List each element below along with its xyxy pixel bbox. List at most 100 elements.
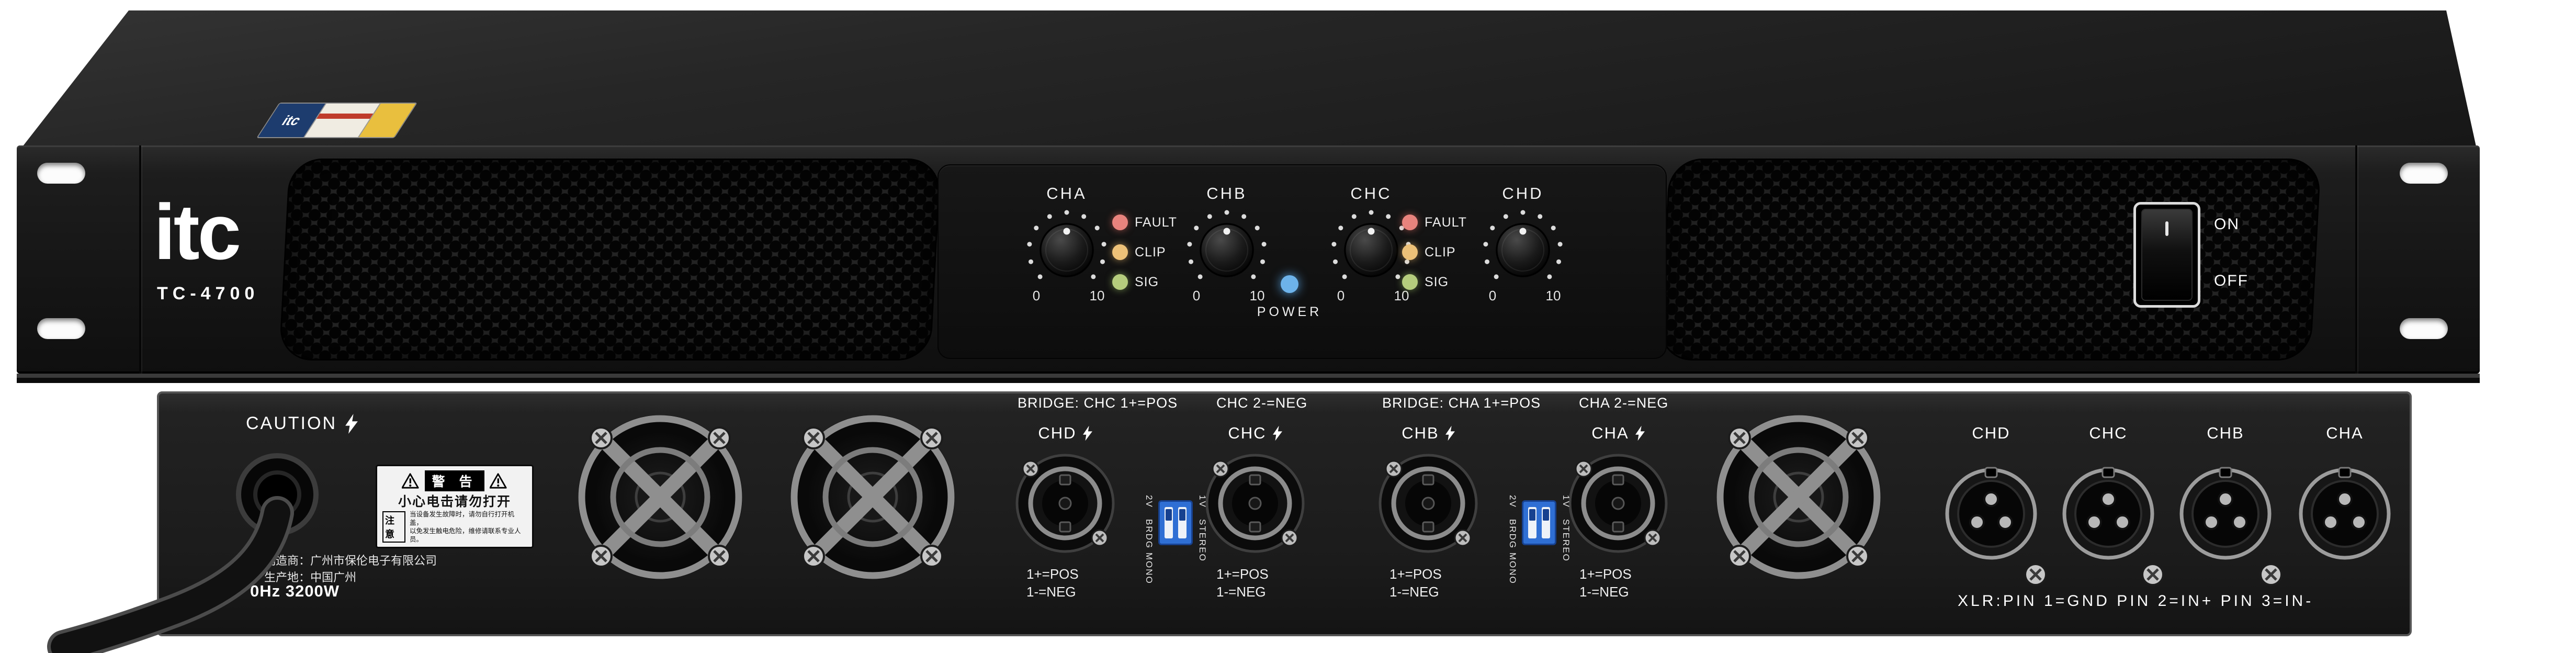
screw-icon	[2139, 560, 2167, 589]
mode-dip-switch-1[interactable]	[1158, 500, 1193, 545]
polarity-pos: 1+=POS	[1026, 566, 1079, 582]
warning-header: 警 告	[424, 470, 485, 491]
rocker[interactable]	[2141, 209, 2193, 301]
fault-led	[1402, 215, 1418, 230]
gain-knob-cha[interactable]: 0 10	[1025, 206, 1109, 306]
warning-small-1: 当设备发生故障时，请勿自行打开机盖，	[409, 511, 514, 526]
brand-logo: itc	[154, 188, 241, 276]
warning-note: 注意	[382, 511, 405, 543]
xlr-pinout-note: XLR:PIN 1=GND PIN 2=IN+ PIN 3=IN-	[1958, 592, 2314, 610]
switch-off-label: OFF	[2214, 272, 2249, 289]
production-site-line: 生产地：中国广州	[264, 571, 357, 584]
xlr-label-chb: CHB	[2207, 424, 2244, 442]
cooling-fan-1	[566, 403, 754, 591]
fault-label: FAULT	[1425, 215, 1467, 230]
clip-row: CLIP	[1402, 242, 1467, 262]
speakon-label-chc: CHC	[1203, 424, 1307, 443]
cooling-fan-2	[778, 403, 967, 591]
dip-label-1v: 1V	[1561, 495, 1571, 508]
polarity-label-cha: 1+=POS 1-=NEG	[1579, 565, 1632, 601]
warning-line: 小心电击请勿打开	[398, 494, 511, 509]
bridge-note-2-right: CHA 2-=NEG	[1579, 395, 1669, 411]
lightning-icon	[1082, 425, 1092, 441]
sig-led	[1112, 274, 1128, 290]
fault-row: FAULT	[1112, 212, 1177, 232]
dip-toggle[interactable]	[1165, 507, 1173, 538]
dip-label-brdg-mono: BRDG MONO	[1508, 519, 1518, 584]
rack-ear-seam-left	[139, 145, 141, 374]
speaker-grille-right	[1660, 160, 2320, 359]
bridge-note-2-left: BRIDGE: CHA 1+=POS	[1382, 395, 1541, 411]
polarity-pos: 1+=POS	[1389, 566, 1442, 582]
clip-label: CLIP	[1425, 244, 1456, 260]
speakon-connector-chc	[1203, 451, 1307, 556]
power-label: POWER	[1257, 305, 1323, 319]
scale-max-label: 10	[1090, 288, 1105, 303]
scale-max-label: 10	[1250, 288, 1265, 303]
manufacturer-line: 制造商：广州市保伦电子有限公司	[264, 554, 437, 567]
fault-row: FAULT	[1402, 212, 1467, 232]
clip-label: CLIP	[1135, 244, 1166, 260]
xlr-connector-cha	[2298, 467, 2392, 561]
top-sticker: itc	[256, 103, 418, 138]
sig-row: SIG	[1402, 272, 1467, 292]
clip-led	[1112, 244, 1128, 260]
polarity-neg: 1-=NEG	[1216, 584, 1266, 600]
speakon-label-text: CHD	[1038, 424, 1077, 442]
xlr-label-chd: CHD	[1972, 424, 2010, 442]
xlr-connector-chb	[2178, 467, 2273, 561]
cooling-fan-3	[1704, 403, 1893, 591]
polarity-label-chc: 1+=POS 1-=NEG	[1216, 565, 1269, 601]
clip-row: CLIP	[1112, 242, 1177, 262]
warning-small-2: 以免发生触电危险，维修请联系专业人员。	[409, 527, 521, 543]
xlr-label-cha: CHA	[2326, 424, 2364, 442]
model-number: TC-4700	[157, 284, 259, 303]
mode-dip-switch-2[interactable]	[1522, 500, 1556, 545]
dip-label-1v: 1V	[1197, 495, 1207, 508]
fault-label: FAULT	[1135, 215, 1177, 230]
front-bottom-edge-highlight	[17, 374, 2480, 378]
polarity-label-chb: 1+=POS 1-=NEG	[1389, 565, 1442, 601]
lightning-icon	[1272, 425, 1282, 441]
led-stack-right: FAULT CLIP SIG	[1402, 212, 1467, 302]
speakon-label-cha: CHA	[1566, 424, 1670, 443]
rocker-on-mark	[2165, 221, 2168, 236]
polarity-neg: 1-=NEG	[1026, 584, 1076, 600]
dip-toggle[interactable]	[1528, 507, 1536, 538]
channel-label-chc: CHC	[1350, 184, 1392, 202]
dip-label-2v: 2V	[1144, 495, 1154, 508]
power-led	[1281, 275, 1298, 293]
speaker-grille-left	[280, 160, 940, 359]
power-switch[interactable]	[2133, 202, 2200, 308]
polarity-neg: 1-=NEG	[1579, 584, 1629, 600]
scale-min-label: 0	[1033, 288, 1040, 303]
speakon-label-text: CHB	[1402, 424, 1439, 442]
rack-mount-hole	[37, 318, 85, 339]
power-spec-text: 0Hz 3200W	[250, 582, 340, 600]
rack-mount-hole	[37, 163, 85, 184]
led-stack-left: FAULT CLIP SIG	[1112, 212, 1177, 302]
caution-text: CAUTION	[246, 413, 337, 433]
warning-small-text: 当设备发生故障时，请勿自行打开机盖， 以免发生触电危险，维修请联系专业人员。	[410, 510, 527, 544]
sig-label: SIG	[1425, 274, 1449, 289]
caution-label: CAUTION	[246, 413, 358, 434]
gain-knob-chc[interactable]: 0 10	[1329, 206, 1413, 306]
dip-label-stereo: STEREO	[1197, 519, 1207, 562]
bridge-note-1-right: CHC 2-=NEG	[1216, 395, 1308, 411]
gain-knob-chb[interactable]: 0 10	[1185, 206, 1269, 306]
gain-knob-chd[interactable]: 0 10	[1481, 206, 1565, 306]
speakon-label-chd: CHD	[1013, 424, 1117, 443]
xlr-connector-chc	[2061, 467, 2155, 561]
scale-max-label: 10	[1546, 288, 1561, 303]
amp-top-face	[21, 10, 2477, 149]
scale-min-label: 0	[1489, 288, 1496, 303]
dip-toggle[interactable]	[1178, 507, 1187, 538]
dip-label-brdg-mono: BRDG MONO	[1144, 519, 1154, 584]
dip-toggle[interactable]	[1542, 507, 1550, 538]
switch-on-label: ON	[2214, 216, 2240, 233]
rack-mount-hole	[2400, 163, 2448, 184]
xlr-label-chc: CHC	[2089, 424, 2128, 442]
polarity-label-chd: 1+=POS 1-=NEG	[1026, 565, 1079, 601]
speakon-label-text: CHC	[1228, 424, 1267, 442]
dip-label-2v: 2V	[1508, 495, 1518, 508]
